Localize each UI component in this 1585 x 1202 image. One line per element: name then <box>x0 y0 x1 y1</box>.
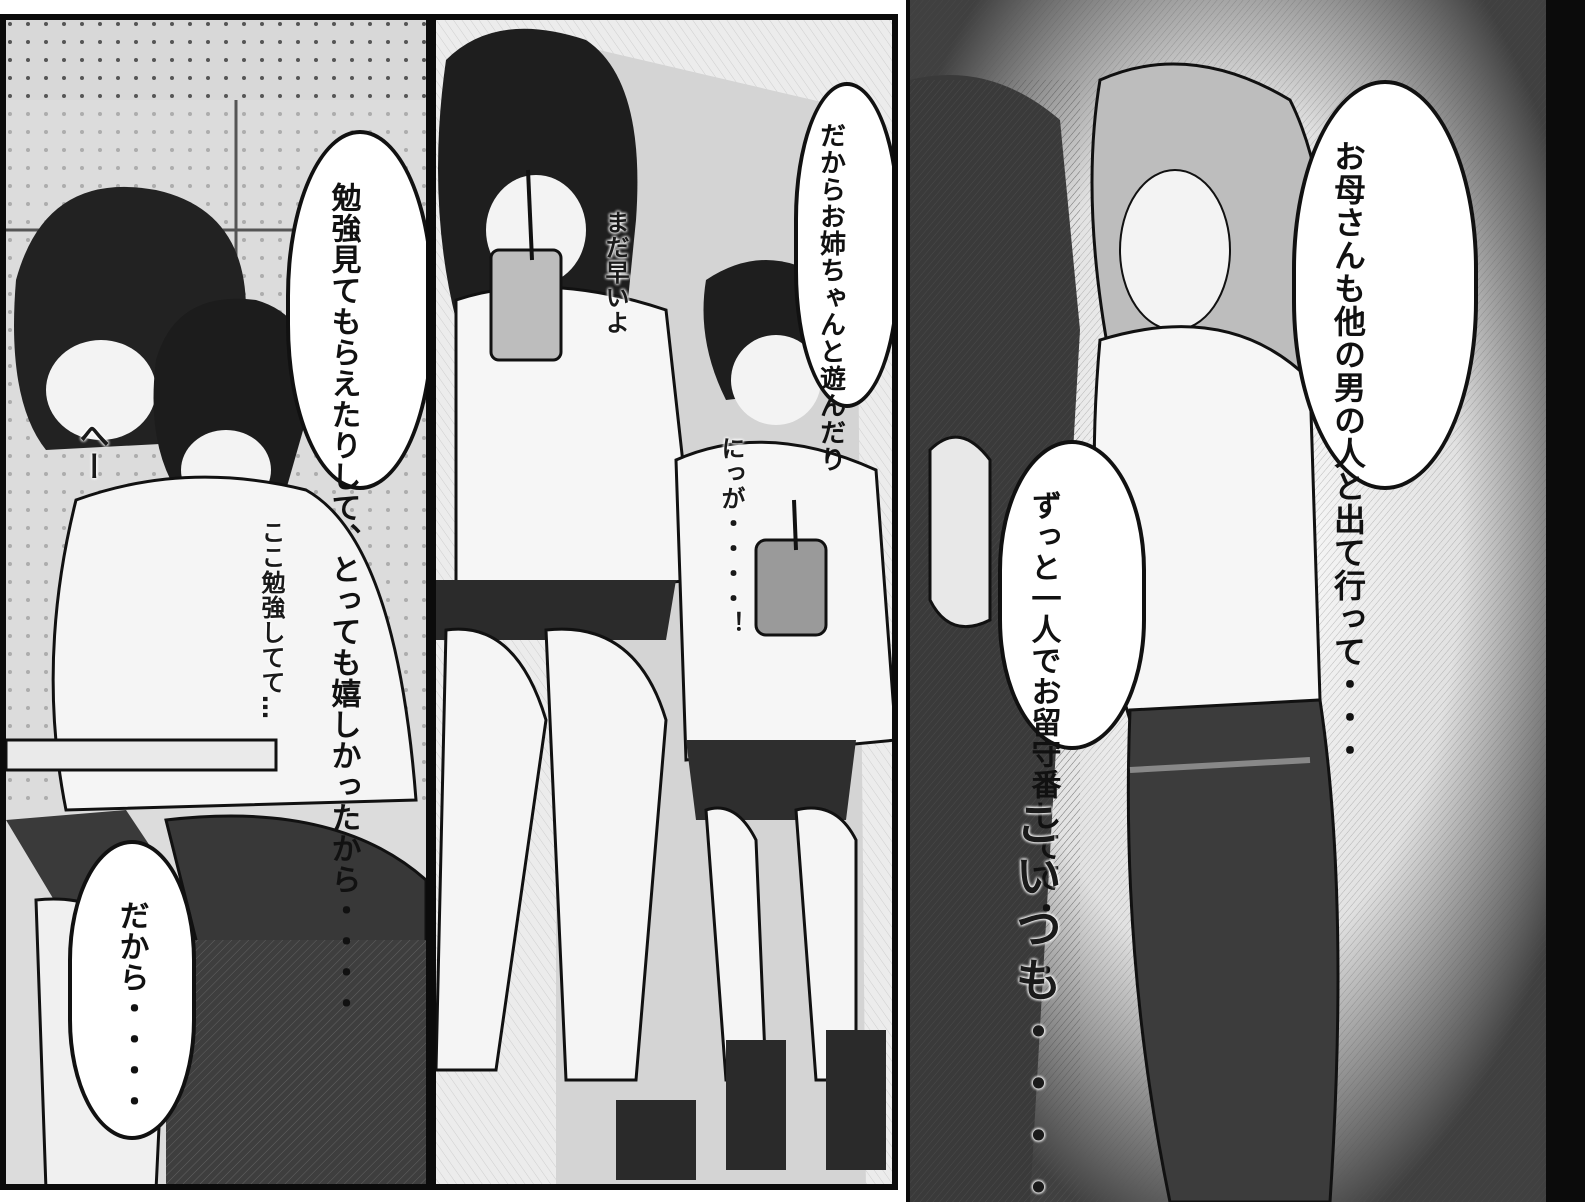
speech-text-right-middle: ずっと一人でお留守番してて・・・ <box>1024 490 1062 986</box>
speech-text-left-bottom: だから・・・・ <box>113 900 149 1117</box>
page-edge-border <box>1546 0 1585 1202</box>
speech-bubble-right-middle <box>998 440 1146 750</box>
panel-left: へー ここ勉強してて… 勉強見てもらえたりして、とっても嬉しかったから・・・・ … <box>0 14 432 1190</box>
caption-too-early: まだ早いよ <box>601 210 629 335</box>
panel-middle: まだ早いよ だからお姉ちゃんと遊んだり にっが・・・・！ <box>430 14 898 1190</box>
sfx-hee: へー <box>73 420 109 482</box>
sfx-nigai: にっが・・・・！ <box>717 436 745 636</box>
speech-bubble-left-bottom <box>68 840 196 1140</box>
panel-middle-artwork <box>436 20 892 1184</box>
speech-text-middle-top: だからお姉ちゃんと遊んだり <box>815 122 846 473</box>
speech-text-right-top: お母さんも他の男の人と出て行って・・・ <box>1328 140 1368 767</box>
big-text-koitsumo: こいつも・・・・ <box>1008 800 1063 1202</box>
speech-bubble-right-top <box>1292 80 1478 490</box>
speech-bubble-left-main <box>286 130 426 490</box>
speech-bubble-middle-top <box>794 82 892 408</box>
panel-right: お母さんも他の男の人と出て行って・・・ ずっと一人でお留守番してて・・・ こいつ… <box>906 0 1546 1202</box>
caption-studying: ここ勉強してて… <box>257 520 285 720</box>
speech-text-left-main: 勉強見てもらえたりして、とっても嬉しかったから・・・・ <box>324 182 362 1019</box>
